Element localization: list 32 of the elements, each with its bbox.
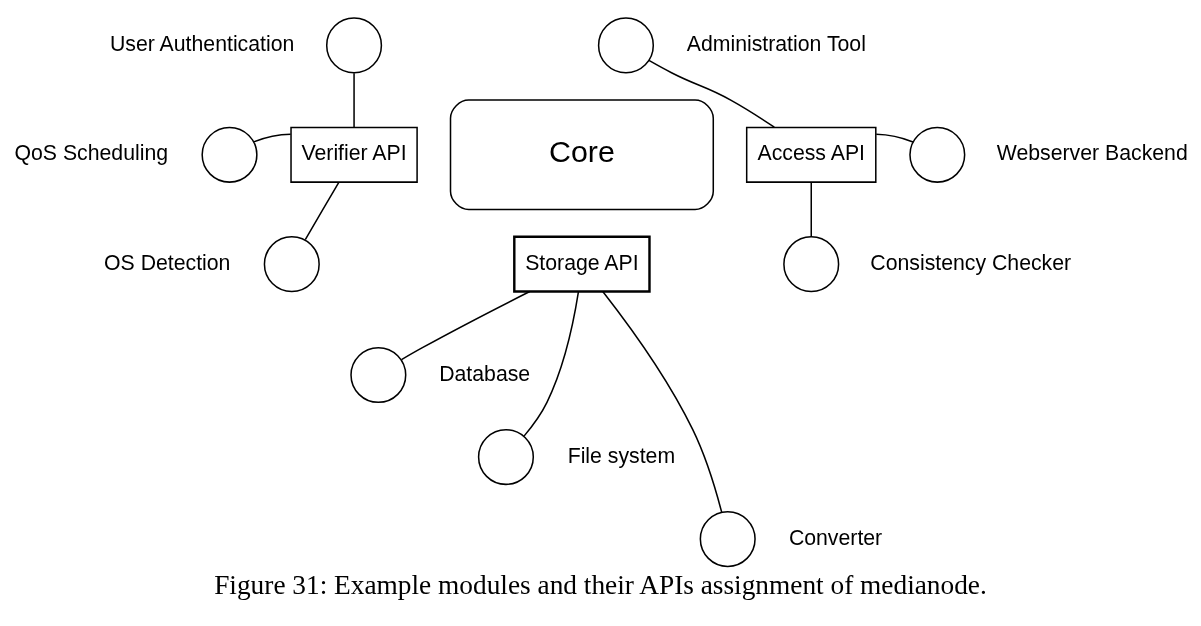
node-label: OS Detection	[104, 250, 231, 275]
node-label: Administration Tool	[686, 31, 866, 56]
node-circle	[477, 428, 535, 485]
node-label: Database	[439, 361, 531, 386]
connector	[304, 181, 340, 240]
node-box: Verifier API	[290, 126, 418, 183]
node-circle	[325, 16, 383, 74]
node-box: Access API	[745, 126, 877, 183]
connector	[602, 290, 723, 513]
node-circle	[909, 126, 966, 183]
node-circle	[201, 126, 258, 183]
connector	[400, 290, 531, 360]
node-circle	[597, 16, 655, 74]
node-label: Webserver Backend	[996, 140, 1188, 165]
node-circle	[263, 235, 320, 292]
node-box: Storage API	[513, 235, 651, 293]
node-circle	[699, 510, 756, 567]
node-label: File system	[567, 443, 676, 468]
connector	[810, 181, 812, 237]
node-circle	[783, 235, 840, 292]
node-circle	[350, 346, 407, 403]
connector	[253, 133, 292, 143]
connector	[875, 133, 914, 143]
caption: Figure 31: Example modules and their APIs assignment of medianode.	[214, 569, 987, 600]
connector	[353, 71, 355, 128]
connector	[648, 59, 776, 128]
node-label: Converter	[788, 525, 883, 550]
connector	[523, 290, 580, 437]
node-label: QoS Scheduling	[14, 140, 169, 165]
node-label: Consistency Checker	[870, 250, 1072, 275]
node-box: Core	[449, 98, 715, 210]
node-label: User Authentication	[110, 31, 295, 56]
